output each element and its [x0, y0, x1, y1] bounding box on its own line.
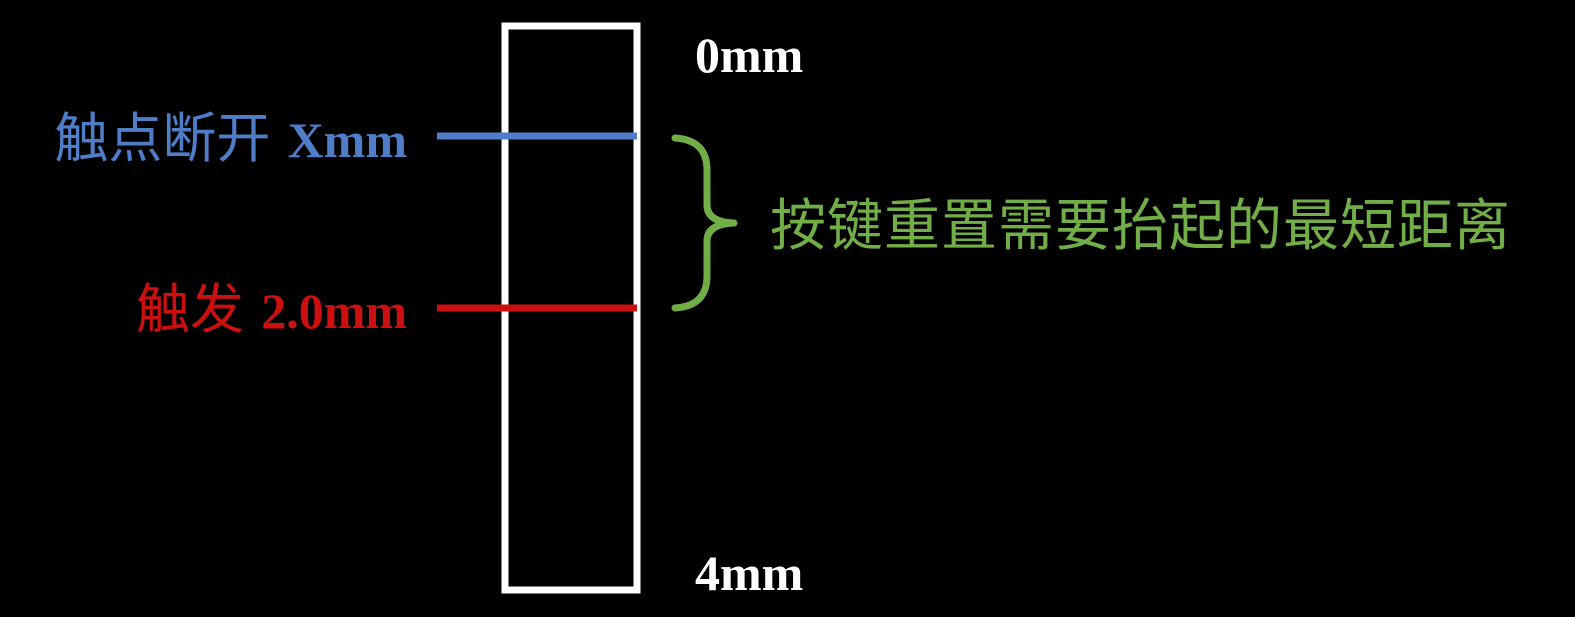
trigger-point-text: 触发: [136, 278, 245, 341]
min-lift-distance-label: 按键重置需要抬起的最短距离: [770, 194, 1511, 259]
reset-point-label: 触点断开 Xmm: [54, 112, 407, 166]
distance-brace: [671, 134, 738, 312]
trigger-point-value: 2.0mm: [261, 283, 407, 339]
scale-bottom-label: 4mm: [695, 545, 804, 601]
trigger-point-label: 触发 2.0mm: [136, 283, 407, 337]
reset-point-value: Xmm: [287, 112, 407, 168]
reset-point-text: 触点断开: [54, 107, 271, 170]
scale-top-label: 0mm: [695, 27, 804, 83]
